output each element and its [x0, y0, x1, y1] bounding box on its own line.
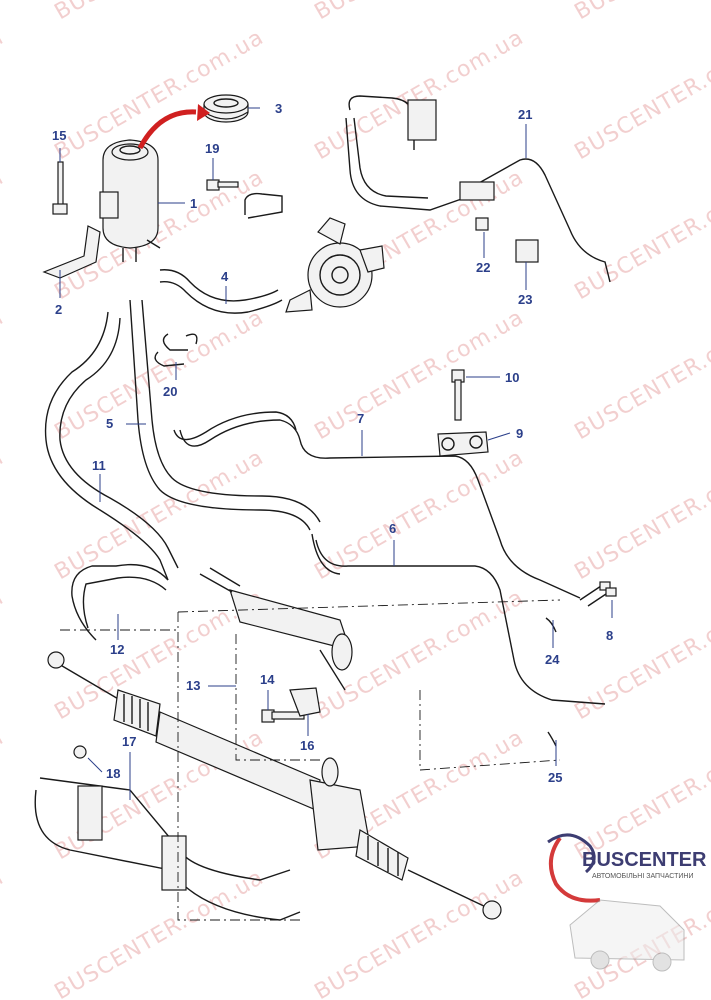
bolt-10: [451, 369, 465, 421]
callout-13: 13: [186, 678, 200, 693]
watermark-text: BUSCENTER.com.ua: [311, 865, 529, 1000]
callout-9: 9: [516, 426, 523, 441]
watermark-text: BUSCENTER.com.ua: [0, 725, 8, 865]
fitting-25: [547, 731, 557, 747]
hose-5: [129, 299, 321, 531]
callout-numbers: 1 2 3 4 5 6 7 8 9 10 11 12 13 14 15 16 1…: [52, 101, 613, 785]
watermark-text: BUSCENTER.com.ua: [51, 25, 269, 165]
assembly-guide-lines: [60, 599, 561, 921]
watermark-text: BUSCENTER.com.ua: [571, 165, 711, 305]
callout-1: 1: [190, 196, 197, 211]
screw-18: [73, 745, 87, 759]
callout-7: 7: [357, 411, 364, 426]
callout-24: 24: [545, 652, 560, 667]
fitting-24: [545, 617, 557, 633]
steering-rack: [47, 651, 502, 920]
callout-3: 3: [275, 101, 282, 116]
watermark-text: BUSCENTER.com.ua: [51, 445, 269, 585]
clamp-16: [289, 687, 321, 717]
logo-subtitle: АВТОМОБІЛЬНІ ЗАПЧАСТИНИ: [592, 873, 693, 880]
logo-b-icon: [547, 833, 596, 874]
callout-23: 23: [518, 292, 532, 307]
steering-pump: [285, 217, 385, 313]
bolt-15: [52, 161, 68, 215]
logo-name: BUSCENTER: [582, 849, 707, 871]
cap-arrow: [137, 109, 197, 150]
cap-arrow-head: [197, 104, 210, 121]
watermark-text: BUSCENTER.com.ua: [0, 0, 8, 25]
watermark-text: BUSCENTER.com.ua: [571, 25, 711, 165]
watermark-text: BUSCENTER.com.ua: [571, 305, 711, 445]
watermark-text: BUSCENTER.com.ua: [571, 725, 711, 865]
watermark-text: BUSCENTER.com.ua: [0, 585, 8, 725]
callout-19: 19: [205, 141, 219, 156]
pipe-7: [173, 411, 581, 599]
clip-20: [154, 333, 198, 367]
hose-12: [71, 563, 169, 641]
parts-drawing: [34, 94, 617, 921]
logo-swoosh-icon: [548, 836, 601, 903]
callout-15: 15: [52, 128, 66, 143]
watermark-text: BUSCENTER.com.ua: [571, 585, 711, 725]
hose-4: [159, 269, 283, 314]
logo-bus-icon: [569, 899, 685, 972]
watermark-text: BUSCENTER.com.ua: [0, 445, 8, 585]
watermark-text: BUSCENTER.com.ua: [51, 305, 269, 445]
watermark-text: BUSCENTER.com.ua: [0, 305, 8, 445]
buscenter-logo: BUSCENTER АВТОМОБІЛЬНІ ЗАПЧАСТИНИ: [547, 833, 707, 972]
callout-leaders: [59, 107, 613, 800]
watermark-text: BUSCENTER.com.ua: [0, 25, 8, 165]
callout-11: 11: [92, 458, 106, 473]
bolts-8: [579, 581, 617, 607]
watermark-text: BUSCENTER.com.ua: [0, 165, 8, 305]
watermark-text: BUSCENTER.com.ua: [311, 445, 529, 585]
callout-14: 14: [260, 672, 275, 687]
watermark-text: BUSCENTER.com.ua: [0, 865, 8, 1000]
watermark-text: BUSCENTER.com.ua: [311, 25, 529, 165]
rack-cylinder: [199, 567, 353, 691]
hose-11: [44, 311, 179, 581]
cooler-bracket-17: [34, 777, 301, 921]
callout-2: 2: [55, 302, 62, 317]
watermark-text: BUSCENTER.com.ua: [571, 0, 711, 25]
clip-22: [475, 217, 489, 231]
callout-20: 20: [163, 384, 177, 399]
callout-25: 25: [548, 770, 562, 785]
bolt-14: [261, 709, 305, 723]
pump-inlet-pipe: [244, 192, 283, 219]
callout-6: 6: [389, 521, 396, 536]
return-pipe-21: [345, 95, 611, 283]
watermark-text: BUSCENTER.com.ua: [311, 305, 529, 445]
clamp-9: [437, 431, 489, 457]
callout-4: 4: [221, 269, 229, 284]
fluid-reservoir: [99, 139, 161, 262]
clip-23: [515, 239, 539, 263]
pipe-6: [311, 533, 606, 705]
callout-12: 12: [110, 642, 124, 657]
callout-5: 5: [106, 416, 113, 431]
reservoir-cap: [203, 94, 249, 123]
callout-16: 16: [300, 738, 314, 753]
callout-10: 10: [505, 370, 519, 385]
watermark-text: BUSCENTER.com.ua: [51, 865, 269, 1000]
callout-17: 17: [122, 734, 136, 749]
watermark-text: BUSCENTER.com.ua: [51, 0, 269, 25]
watermark-text: BUSCENTER.com.ua: [571, 445, 711, 585]
watermark-text: BUSCENTER.com.ua: [311, 0, 529, 25]
callout-8: 8: [606, 628, 613, 643]
callout-18: 18: [106, 766, 120, 781]
callout-22: 22: [476, 260, 490, 275]
callout-21: 21: [518, 107, 532, 122]
